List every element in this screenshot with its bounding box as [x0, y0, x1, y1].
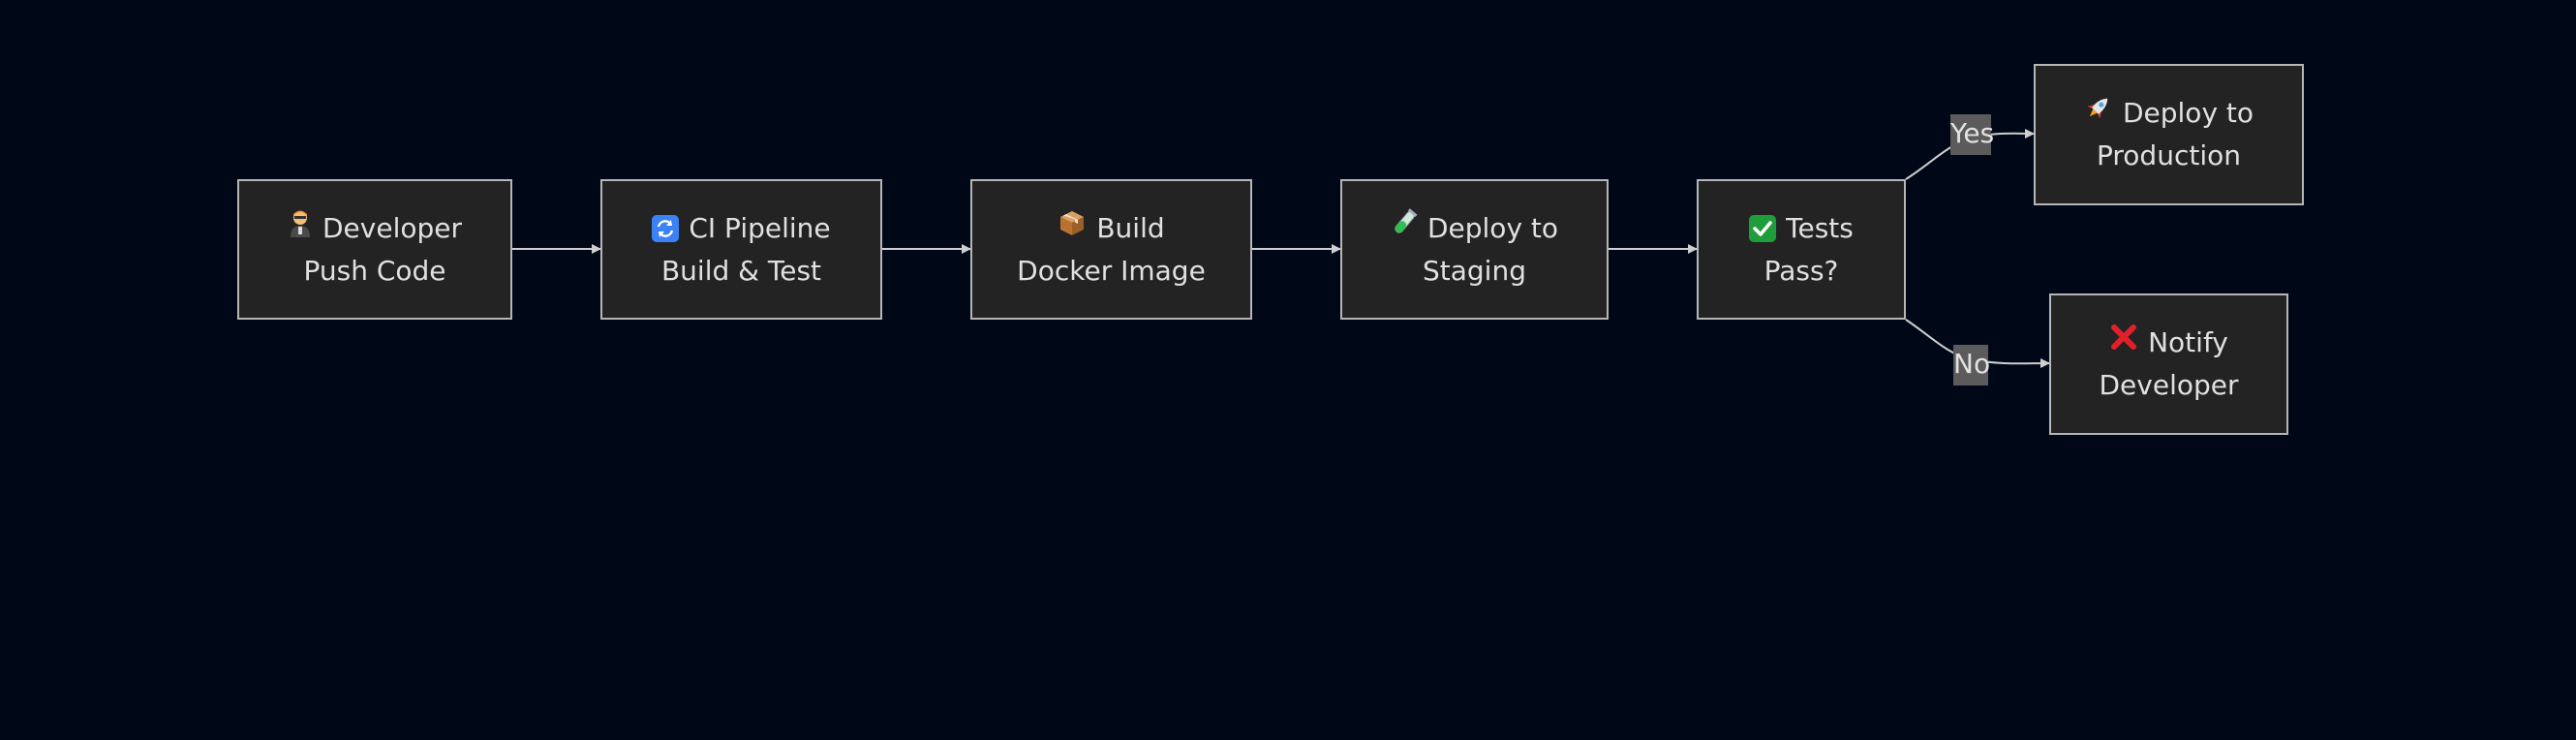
- node-deploy-to-production: Deploy to Production: [2034, 64, 2304, 205]
- node-developer-push-code: Developer Push Code: [237, 179, 512, 320]
- node-build-line2: Docker Image: [1017, 254, 1206, 287]
- check-mark-button-icon: [1749, 214, 1777, 242]
- node-build-docker-image: Build Docker Image: [970, 179, 1252, 320]
- package-box-icon: [1058, 207, 1087, 250]
- node-production-line1: Deploy to: [2122, 97, 2254, 129]
- node-production-line2: Production: [2097, 139, 2241, 171]
- node-staging-line2: Staging: [1423, 254, 1526, 287]
- edge-label-yes: Yes: [1950, 114, 1994, 155]
- node-notify-line1: Notify: [2148, 326, 2228, 358]
- test-tube-icon: [1391, 207, 1418, 250]
- node-ci-line2: Build & Test: [660, 254, 822, 287]
- node-deploy-to-staging: Deploy to Staging: [1340, 179, 1609, 320]
- edge-label-no: No: [1953, 345, 1990, 385]
- node-notify-developer: Notify Developer: [2049, 293, 2288, 435]
- cross-mark-icon: [2109, 322, 2138, 364]
- node-staging-line1: Deploy to: [1426, 211, 1559, 244]
- node-tests-pass-decision: Tests Pass?: [1697, 179, 1906, 320]
- node-ci-line1: CI Pipeline: [689, 211, 831, 244]
- node-build-line1: Build: [1096, 211, 1165, 244]
- node-ci-pipeline: CI Pipeline Build & Test: [600, 179, 882, 320]
- rocket-icon: [2084, 92, 2113, 135]
- node-developer-line2: Push Code: [303, 254, 446, 287]
- node-tests-line1: Tests: [1786, 211, 1854, 244]
- node-tests-line2: Pass?: [1763, 254, 1839, 287]
- developer-emoji-icon: [288, 207, 313, 250]
- refresh-arrows-icon: [652, 214, 680, 242]
- node-notify-line2: Developer: [2099, 369, 2239, 401]
- node-developer-line1: Developer: [322, 211, 462, 244]
